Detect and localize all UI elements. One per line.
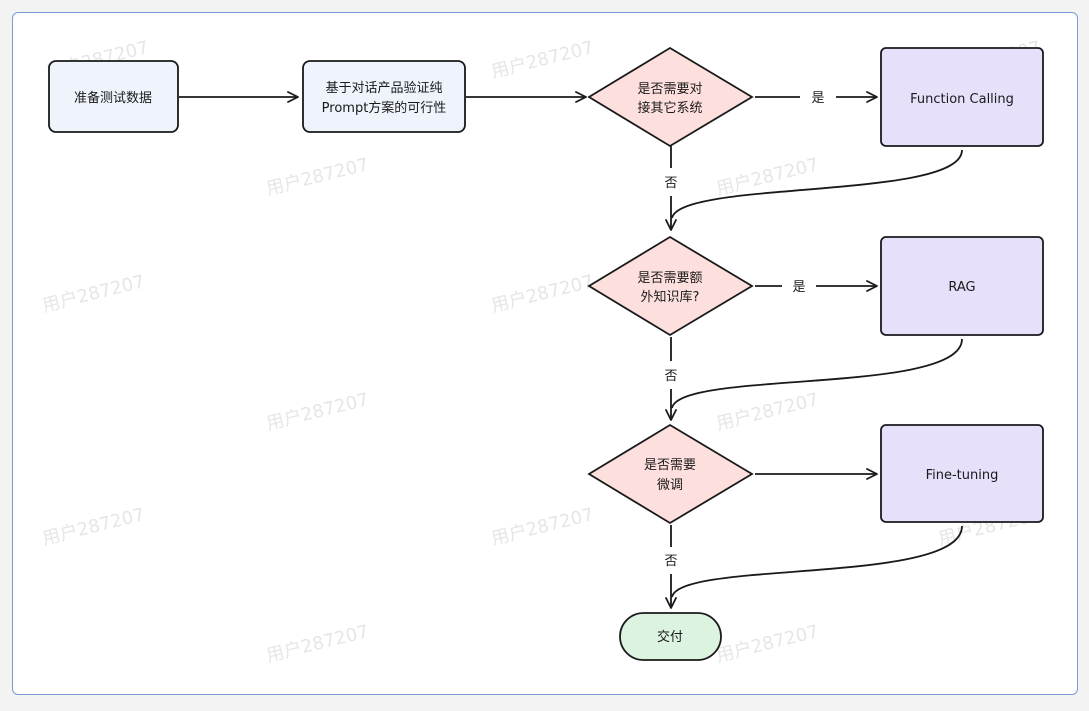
node-function-calling-label: Function Calling [910, 92, 1014, 107]
edge-rag-merge [671, 338, 963, 409]
node-decision-system-label-2: 接其它系统 [637, 100, 702, 116]
edge-label-yes-system: 是 [811, 91, 824, 106]
watermark-text: 用户287207 [40, 504, 147, 550]
edge-finetuning-merge [671, 525, 963, 598]
node-function-calling[interactable] [880, 47, 1044, 147]
edge-label-yes-knowledge: 是 [792, 280, 805, 295]
watermark-text: 用户287207 [714, 621, 821, 667]
edge-label-no-knowledge: 否 [664, 369, 677, 384]
watermark-text: 用户287207 [489, 504, 596, 550]
node-rag-label: RAG [948, 280, 975, 295]
node-decision-knowledge-label-2: 外知识库? [641, 289, 700, 305]
node-validate-prompt[interactable] [302, 60, 466, 133]
watermark-text: 用户287207 [489, 37, 596, 83]
edge-label-no-system: 否 [664, 176, 677, 191]
watermark-text: 用户287207 [714, 389, 821, 435]
node-decision-finetune-label-2: 微调 [657, 478, 683, 493]
node-rag[interactable] [880, 236, 1044, 336]
node-deliver-label: 交付 [657, 629, 683, 645]
node-prepare-test-data[interactable] [48, 60, 179, 133]
node-decision-finetune-label-1: 是否需要 [644, 458, 696, 473]
watermark-text: 用户287207 [264, 389, 371, 435]
node-fine-tuning-label: Fine-tuning [926, 468, 999, 483]
edge-function-calling-merge [671, 149, 963, 219]
edges [179, 91, 963, 609]
node-deliver[interactable] [619, 612, 722, 661]
node-validate-label-2: Prompt方案的可行性 [322, 100, 447, 116]
watermark-text: 用户287207 [489, 271, 596, 317]
nodes [48, 46, 1044, 661]
watermark-text: 用户287207 [264, 621, 371, 667]
node-decision-knowledge[interactable] [587, 235, 754, 337]
watermark-text: 用户287207 [40, 271, 147, 317]
node-decision-system-label-1: 是否需要对 [637, 82, 702, 97]
node-decision-system[interactable] [587, 46, 754, 148]
edge-labels: 是 否 是 否 否 [664, 91, 824, 569]
node-validate-label-1: 基于对话产品验证纯 [325, 80, 442, 96]
node-decision-knowledge-label-1: 是否需要额 [637, 271, 702, 286]
node-prepare-label: 准备测试数据 [74, 90, 152, 106]
node-fine-tuning[interactable] [880, 424, 1044, 523]
node-labels: 准备测试数据 基于对话产品验证纯 Prompt方案的可行性 是否需要对 接其它系… [74, 80, 1014, 645]
node-decision-finetune[interactable] [587, 423, 754, 525]
watermark-text: 用户287207 [264, 154, 371, 200]
edge-label-no-finetune: 否 [664, 554, 677, 569]
